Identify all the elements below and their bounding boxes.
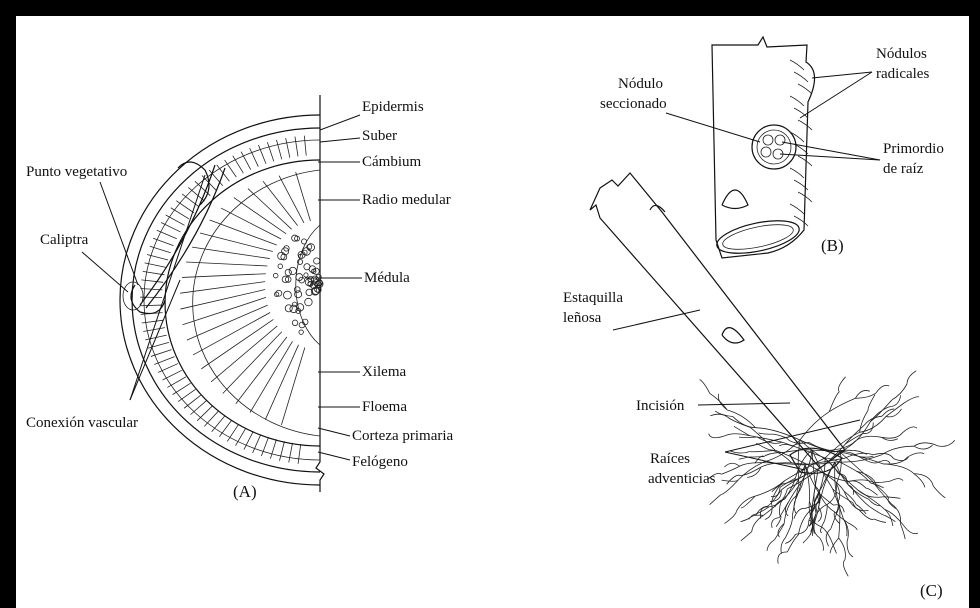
label-epidermis: Epidermis <box>362 99 424 115</box>
label-cambium: Cámbium <box>362 154 421 170</box>
sectioned-nodule <box>752 125 796 169</box>
label-primordio-1: Primordio <box>883 141 944 157</box>
panel-a-labels: Epidermis Suber Cámbium Radio medular Mé… <box>26 99 454 501</box>
panel-c-drawing <box>590 173 955 576</box>
panel-c-labels: Estaquilla leñosa Incisión Raíces advent… <box>563 290 943 600</box>
medula-texture <box>273 235 323 334</box>
floema-ring <box>193 170 320 436</box>
section-cut-line <box>316 95 324 492</box>
label-estaquilla-1: Estaquilla <box>563 290 623 306</box>
vascular-connection-line-1 <box>140 165 215 305</box>
figure-canvas: Epidermis Suber Cámbium Radio medular Mé… <box>16 16 969 608</box>
label-raices-2: adventicias <box>648 471 716 487</box>
label-punto-vegetativo: Punto vegetativo <box>26 164 127 180</box>
panel-b-caption: (B) <box>821 236 844 255</box>
label-incision: Incisión <box>636 398 685 414</box>
cutting-bud <box>722 328 744 343</box>
label-felogeno: Felógeno <box>352 454 408 470</box>
label-nodulo-seccionado-2: seccionado <box>600 96 667 112</box>
label-corteza-primaria: Corteza primaria <box>352 428 454 444</box>
stem-cut-end <box>714 215 802 260</box>
label-nodulos-2: radicales <box>876 66 929 82</box>
label-estaquilla-2: leñosa <box>563 310 602 326</box>
label-medula: Médula <box>364 270 410 286</box>
label-suber: Suber <box>362 128 397 144</box>
cutting-outline <box>590 173 845 468</box>
label-radio-medular: Radio medular <box>362 192 451 208</box>
adventitious-roots <box>700 371 955 576</box>
label-nodulos-1: Nódulos <box>876 46 927 62</box>
label-floema: Floema <box>362 399 407 415</box>
panel-c-caption: (C) <box>920 581 943 600</box>
panel-b-labels: Nódulos radicales Nódulo seccionado Prim… <box>600 46 944 255</box>
label-caliptra: Caliptra <box>40 232 89 248</box>
medullary-rays <box>180 172 310 425</box>
panel-b-drawing <box>712 37 815 259</box>
label-conexion-vascular: Conexión vascular <box>26 415 138 431</box>
label-nodulo-seccionado-1: Nódulo <box>618 76 663 92</box>
stem-bark-texture <box>790 60 812 226</box>
felogeno-ring <box>144 140 320 460</box>
botanical-illustration: Epidermis Suber Cámbium Radio medular Mé… <box>16 16 969 608</box>
label-xilema: Xilema <box>362 364 406 380</box>
bud <box>722 190 748 209</box>
label-primordio-2: de raíz <box>883 161 924 177</box>
label-raices-1: Raíces <box>650 451 690 467</box>
suber-ring <box>132 128 320 472</box>
panel-a-drawing <box>120 95 324 492</box>
panel-a-caption: (A) <box>233 482 257 501</box>
